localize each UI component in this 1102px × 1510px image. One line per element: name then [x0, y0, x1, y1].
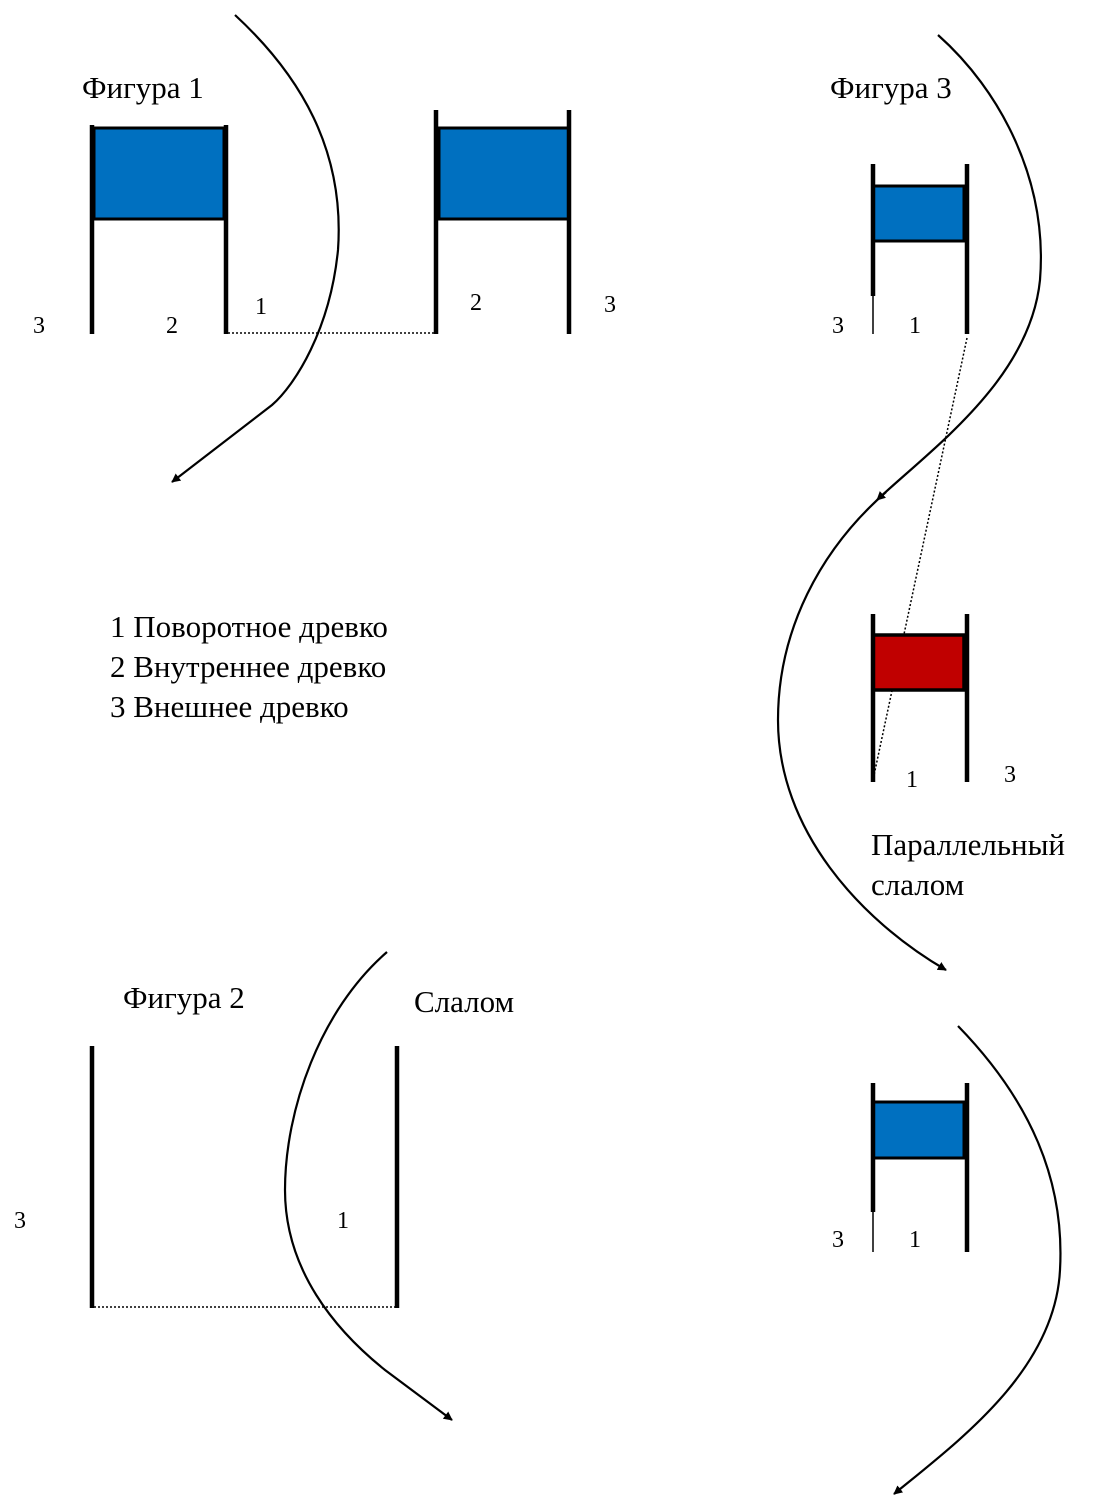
pole-label: 1 [337, 1208, 349, 1234]
course-arrow [893, 1025, 1062, 1495]
pole-label: 3 [1004, 762, 1016, 788]
figure-3-gate-1: 3 1 [832, 164, 970, 339]
legend: 1 Поворотное древко 2 Внутреннее древко … [110, 609, 388, 724]
course-arrow [171, 14, 340, 483]
pole-label: 3 [33, 313, 45, 339]
figure-3-caption-line-2: слалом [871, 867, 964, 902]
pole-label: 1 [255, 294, 267, 320]
figure-3-gate-2: 1 3 [870, 614, 1016, 793]
legend-item: 1 Поворотное древко [110, 609, 388, 644]
figure-2-title: Фигура 2 [123, 980, 245, 1015]
figure-3-gate-3: 3 1 [832, 1083, 970, 1253]
legend-item: 3 Внешнее древко [110, 689, 349, 724]
legend-item: 2 Внутреннее древко [110, 649, 386, 684]
course-arrow [876, 34, 1042, 501]
red-flag [871, 633, 966, 692]
blue-flag [92, 126, 226, 221]
figure-1-title: Фигура 1 [82, 70, 204, 105]
course-arrow [776, 491, 947, 971]
figure-3: Фигура 3 3 1 1 3 Параллельный слалом [776, 34, 1065, 1495]
blue-flag [871, 184, 966, 243]
figure-1-right-gate [433, 110, 572, 334]
pole-label: 3 [604, 292, 616, 318]
blue-flag [437, 126, 571, 221]
figure-2: Фигура 2 Слалом 3 1 [14, 951, 514, 1421]
pole-label: 1 [906, 767, 918, 793]
figure-3-caption-line-1: Параллельный [871, 827, 1065, 862]
pole-label: 2 [166, 313, 178, 339]
figure-2-caption: Слалом [414, 984, 514, 1019]
course-arrow [283, 951, 453, 1421]
pole-label: 2 [470, 290, 482, 316]
blue-flag [871, 1100, 966, 1160]
gate-connector [872, 337, 968, 781]
figure-1-left-gate [89, 125, 229, 334]
pole-label: 3 [832, 1227, 844, 1253]
pole-label: 3 [14, 1208, 26, 1234]
pole-label: 1 [909, 1227, 921, 1253]
figure-3-title: Фигура 3 [830, 70, 952, 105]
figure-1: Фигура 1 3 2 1 2 3 [33, 14, 616, 483]
pole-label: 3 [832, 313, 844, 339]
pole-label: 1 [909, 313, 921, 339]
